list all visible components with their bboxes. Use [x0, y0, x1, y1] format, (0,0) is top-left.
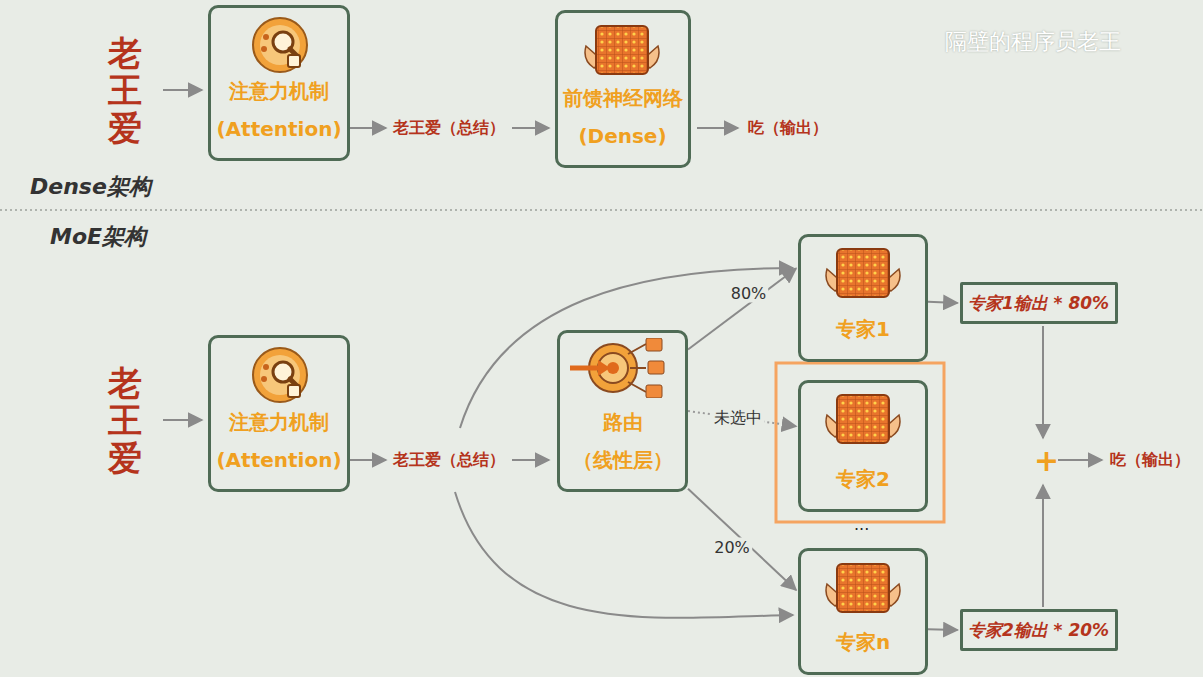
sum-symbol: + — [1034, 443, 1059, 478]
node-text: 专家1输出 * 80% — [968, 292, 1109, 315]
connector — [688, 269, 796, 350]
node-text: 专家2 — [836, 466, 890, 493]
output-text: 吃（输出） — [748, 118, 828, 139]
process-box: 注意力机制(Attention) — [208, 5, 350, 161]
output-box: 专家2输出 * 20% — [960, 609, 1118, 651]
node-text: 前馈神经网络 — [563, 79, 683, 117]
process-box: 注意力机制(Attention) — [208, 335, 350, 492]
process-box: 路由（线性层） — [557, 330, 688, 492]
expert-box: 专家1 — [798, 234, 928, 362]
summary-text: 老王爱（总结） — [393, 450, 505, 471]
ellipsis: ... — [854, 515, 869, 534]
connector — [928, 628, 958, 631]
node-text: 注意力机制 — [229, 403, 329, 441]
node-text: (Attention) — [216, 441, 341, 479]
connector — [688, 489, 796, 590]
edge-label: 未选中 — [712, 407, 764, 428]
output-text: 吃（输出） — [1110, 450, 1190, 471]
summary-text: 老王爱（总结） — [393, 118, 505, 139]
input-tokens: 老王爱 — [108, 35, 142, 147]
process-box: 前馈神经网络(Dense) — [555, 10, 691, 168]
watermark: 隔壁的程序员老王 — [945, 27, 1121, 57]
edge-label: 20% — [712, 538, 752, 557]
node-text: 路由 — [603, 403, 643, 441]
expert-box: 专家n — [798, 548, 928, 675]
input-tokens: 老王爱 — [108, 365, 142, 477]
node-text: (Dense) — [578, 117, 666, 155]
expert-box: 专家2 — [798, 380, 928, 512]
section-title: Dense架构 — [30, 172, 151, 202]
node-text: 注意力机制 — [229, 72, 329, 110]
node-text: (Attention) — [216, 110, 341, 148]
connector — [928, 302, 958, 303]
output-box: 专家1输出 * 80% — [960, 282, 1118, 324]
node-text: （线性层） — [573, 441, 673, 479]
node-text: 专家2输出 * 20% — [968, 619, 1109, 642]
node-text: 专家1 — [836, 316, 890, 343]
edge-label: 80% — [729, 283, 769, 302]
node-text: 专家n — [836, 629, 890, 656]
section-title: MoE架构 — [50, 222, 146, 252]
